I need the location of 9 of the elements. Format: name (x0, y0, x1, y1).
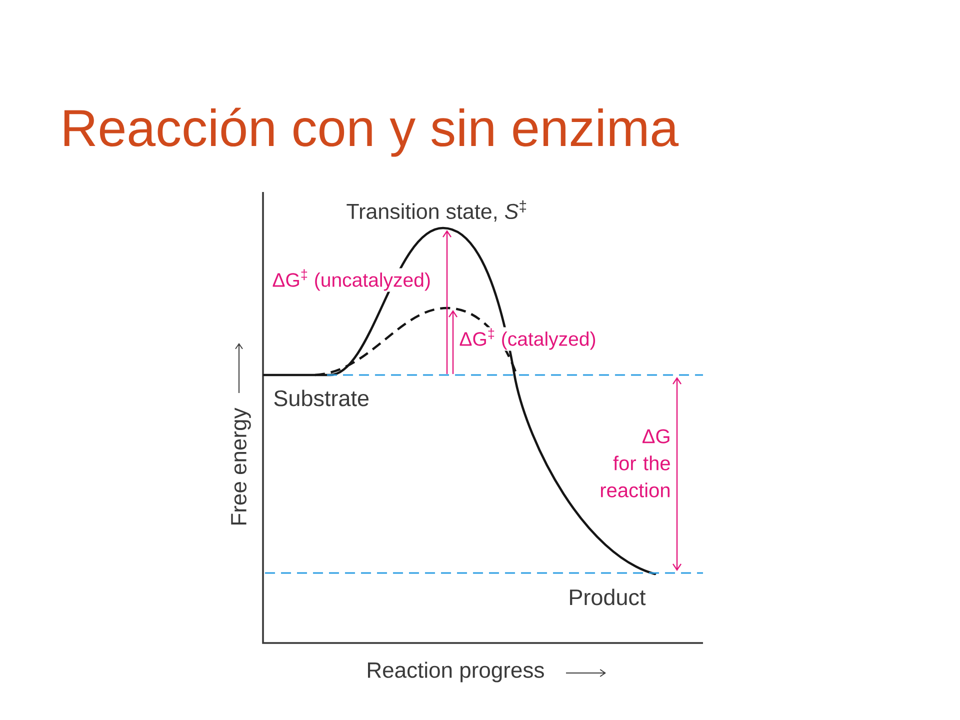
curve-label: Product (570, 588, 646, 606)
dimension-label: ΔG$^{‡}$ (uncatalyzed) (271, 268, 432, 292)
dimension-label: ΔG for the reaction (601, 429, 670, 498)
dimension-label: ΔG$^{‡}$ (catalyzed) (458, 327, 598, 351)
axis-title: Free energy (231, 408, 251, 524)
axis-title: Reaction progress (368, 662, 544, 682)
curve-label: Substrate (274, 390, 368, 406)
curve-label: Transition state, S$^{‡}$ (346, 200, 526, 222)
heading: Reacción con y sin enzima (64, 108, 679, 157)
